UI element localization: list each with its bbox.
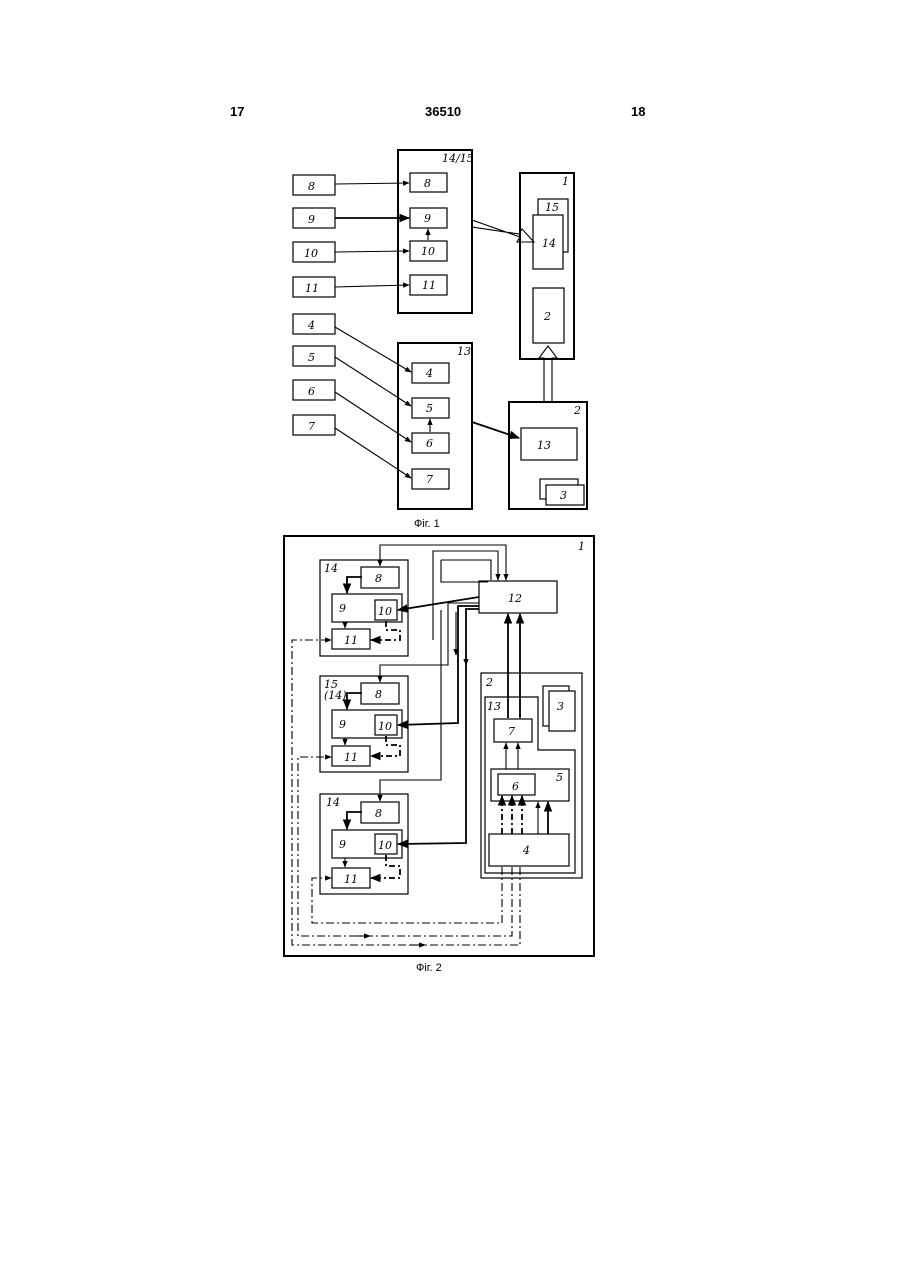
svg-text:7: 7: [426, 473, 433, 486]
fig1-unit-1: 1 15 14 2: [520, 173, 574, 359]
svg-text:9: 9: [339, 838, 346, 851]
svg-text:10: 10: [304, 247, 318, 260]
svg-text:8: 8: [375, 572, 382, 585]
svg-text:11: 11: [344, 873, 358, 886]
fig1-unit-2: 2 13 3: [509, 402, 587, 509]
fig1-input-10: 10: [293, 242, 335, 262]
svg-text:3: 3: [560, 489, 567, 502]
svg-text:7: 7: [508, 725, 515, 738]
svg-text:2: 2: [543, 310, 551, 323]
fig2-connections: [292, 545, 548, 945]
svg-text:8: 8: [308, 180, 315, 193]
fig1-block-14-15: 14/15 8 9 10 11: [398, 150, 474, 313]
fig1: 8 9 10 11 4 5 6 7 14/15 8 9 10 11 13 4 5: [293, 150, 587, 509]
svg-text:4: 4: [307, 319, 315, 332]
svg-text:4: 4: [522, 844, 530, 857]
svg-text:9: 9: [339, 718, 346, 731]
svg-text:(14): (14): [324, 689, 347, 702]
svg-text:14: 14: [542, 237, 556, 250]
svg-text:3: 3: [557, 700, 564, 713]
svg-text:14: 14: [324, 562, 338, 575]
fig2-outer-unit-1: [284, 536, 594, 956]
svg-text:2: 2: [485, 676, 493, 689]
fig1-input-8: 8: [293, 175, 335, 195]
fig2-controller-12: 12: [479, 581, 557, 613]
svg-text:11: 11: [305, 282, 319, 295]
svg-text:15: 15: [545, 201, 559, 214]
svg-text:5: 5: [308, 351, 315, 364]
fig1-input-arrows: [335, 183, 430, 478]
fig1-caption: Фіг. 1: [414, 518, 440, 530]
svg-text:14: 14: [326, 796, 340, 809]
fig1-input-4: 4: [293, 314, 335, 334]
fig2-module-1: 14 8 9 10 11: [320, 560, 408, 656]
svg-text:10: 10: [378, 605, 392, 618]
svg-text:9: 9: [308, 213, 315, 226]
svg-text:14/15: 14/15: [442, 152, 474, 165]
fig1-input-7: 7: [293, 415, 335, 435]
svg-text:5: 5: [426, 402, 433, 415]
fig2-caption: Фіг. 2: [416, 962, 442, 974]
svg-text:13: 13: [457, 345, 471, 358]
svg-text:13: 13: [487, 700, 501, 713]
svg-text:11: 11: [344, 751, 358, 764]
svg-text:9: 9: [339, 602, 346, 615]
fig1-input-11: 11: [293, 277, 335, 297]
fig2: 1 14 8 9 10 11 15 (14) 8 9 10 11: [284, 536, 594, 956]
fig1-input-9: 9: [293, 208, 335, 228]
svg-text:11: 11: [422, 279, 436, 292]
svg-text:10: 10: [421, 245, 435, 258]
svg-text:10: 10: [378, 839, 392, 852]
fig2-unit-2: 2 3 13 7 5 6 4: [481, 673, 582, 878]
fig1-input-6: 6: [293, 380, 335, 400]
svg-text:6: 6: [308, 385, 315, 398]
svg-text:6: 6: [426, 437, 433, 450]
svg-text:4: 4: [425, 367, 433, 380]
fig1-input-5: 5: [293, 346, 335, 366]
fig2-module-2: 15 (14) 8 9 10 11: [320, 676, 408, 772]
fig2-outer-label: 1: [578, 540, 585, 553]
svg-text:6: 6: [512, 780, 519, 793]
svg-text:7: 7: [308, 420, 315, 433]
svg-text:11: 11: [344, 634, 358, 647]
svg-text:8: 8: [375, 688, 382, 701]
svg-text:8: 8: [424, 177, 431, 190]
svg-text:9: 9: [424, 212, 431, 225]
svg-text:12: 12: [508, 592, 522, 605]
fig1-block-13: 13 4 5 6 7: [398, 343, 472, 509]
svg-text:5: 5: [556, 771, 563, 784]
svg-text:10: 10: [378, 720, 392, 733]
svg-text:8: 8: [375, 807, 382, 820]
svg-text:2: 2: [573, 404, 581, 417]
svg-text:1: 1: [562, 175, 569, 188]
fig2-module-3: 14 8 9 10 11: [320, 794, 408, 894]
svg-text:13: 13: [537, 439, 551, 452]
